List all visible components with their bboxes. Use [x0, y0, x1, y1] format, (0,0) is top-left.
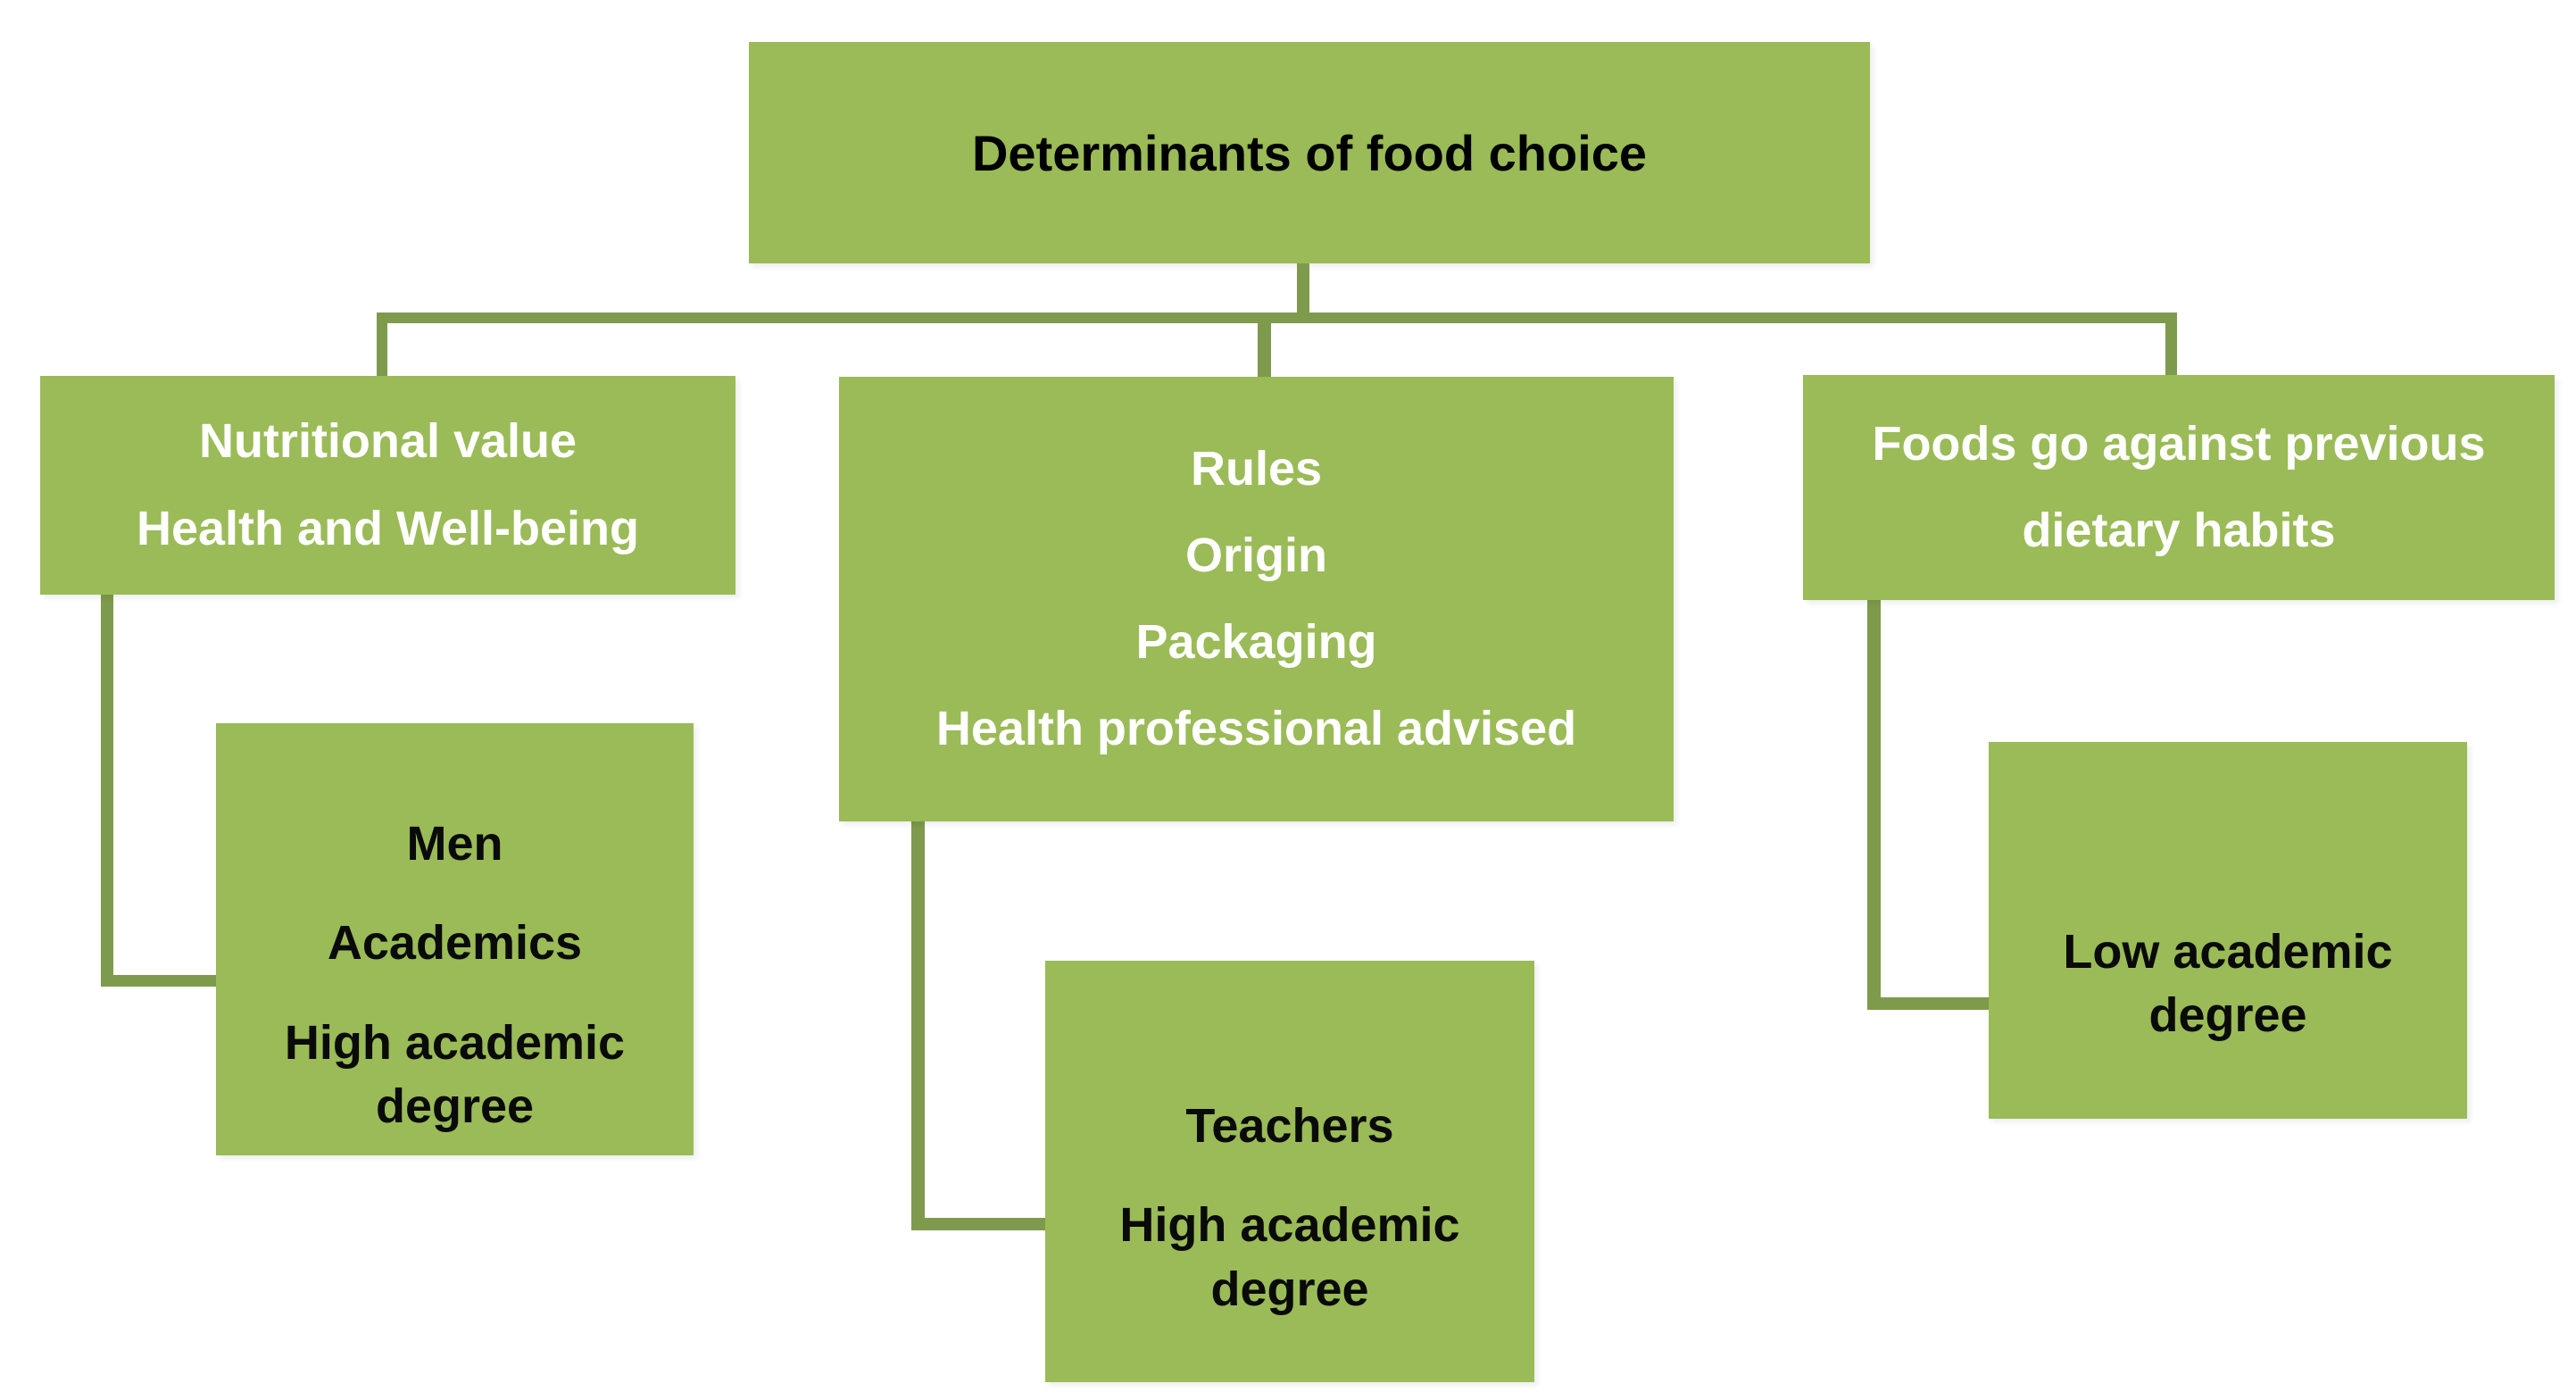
node-teachers-high-degree: Teachers High academic degree — [1045, 961, 1534, 1382]
node-dietary-line: dietary habits — [2022, 504, 2336, 557]
node-low-academic-degree: Low academic degree — [1989, 742, 2467, 1119]
node-nutritional-value: Nutritional value Health and Well-being — [40, 376, 735, 595]
child-dietary-item: Low academic degree — [2063, 925, 2393, 1043]
connector-elbow-rules-vertical — [911, 821, 925, 1230]
node-rules-line: Origin — [1185, 528, 1327, 582]
node-nutritional-line: Nutritional value — [198, 414, 578, 469]
node-rules-line: Health professional advised — [935, 702, 1577, 756]
node-rules-line: Rules — [1190, 441, 1323, 496]
connector-elbow-nutritional-vertical — [101, 595, 113, 987]
connector-elbow-dietary-horizontal — [1867, 997, 1990, 1010]
node-dietary-line: Foods go against previous — [1872, 416, 2486, 471]
node-foods-against-dietary-habits: Foods go against previous dietary habits — [1803, 375, 2555, 600]
node-nutritional-line: Health and Well-being — [136, 501, 640, 555]
connector-elbow-rules-horizontal — [911, 1218, 1046, 1230]
node-rules-line: Packaging — [1135, 615, 1377, 669]
child-rules-item: Teachers — [1185, 1099, 1394, 1153]
connector-main-horizontal — [377, 312, 2176, 323]
node-men-academics-high-degree: Men Academics High academic degree — [216, 723, 694, 1155]
child-rules-item: High academic degree — [1119, 1198, 1460, 1316]
connector-root-stub — [1297, 263, 1309, 323]
child-nutritional-item: Men — [406, 817, 503, 871]
node-determinants-of-food-choice: Determinants of food choice — [749, 42, 1870, 263]
connector-elbow-dietary-vertical — [1867, 600, 1881, 1010]
child-nutritional-item: High academic degree — [284, 1015, 626, 1133]
node-rules-origin-packaging: Rules Origin Packaging Health profession… — [839, 377, 1674, 821]
child-nutritional-item: Academics — [327, 916, 583, 971]
connector-elbow-nutritional-horizontal — [101, 975, 217, 987]
connector-drop-rules — [1258, 318, 1271, 377]
connector-drop-dietary — [2165, 312, 2177, 375]
node-determinants-label: Determinants of food choice — [971, 124, 1648, 181]
connector-drop-nutritional — [377, 312, 387, 376]
